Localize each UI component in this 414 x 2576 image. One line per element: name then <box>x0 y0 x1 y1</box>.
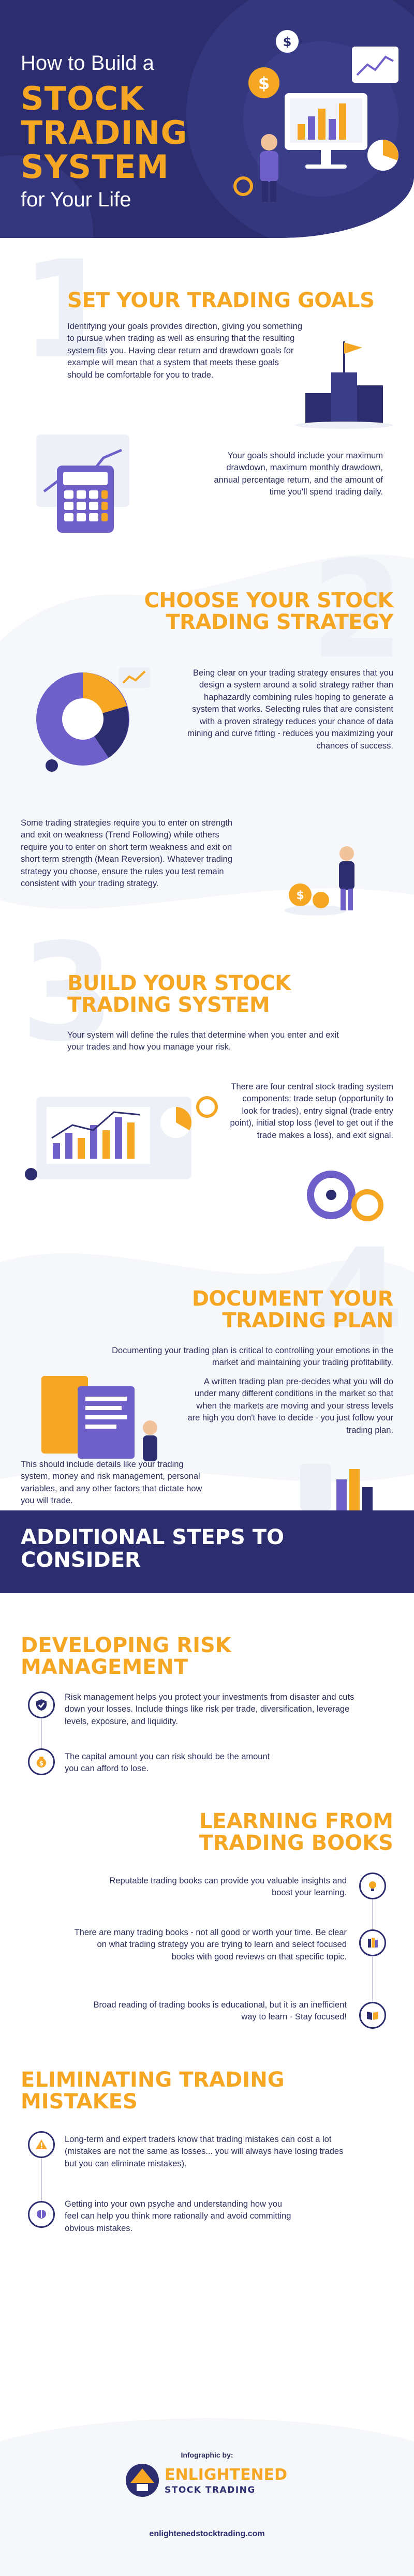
brand-logo-icon <box>126 2464 159 2497</box>
risk-text: Risk management helps you protect your i… <box>65 1693 354 1726</box>
warning-icon <box>28 2131 55 2158</box>
step-title-line2: TRADING STRATEGY <box>166 610 393 634</box>
step-number: 1 <box>21 232 114 388</box>
pie-strategy-illustration <box>36 667 150 772</box>
money-bag-icon: $ <box>28 1748 55 1775</box>
step-title-line1: BUILD YOUR STOCK <box>67 971 291 995</box>
infographic-by-label: Infographic by: <box>181 2451 233 2459</box>
svg-text:$: $ <box>283 35 292 49</box>
step-number: 3 <box>21 915 114 1071</box>
risk-management-title: DEVELOPING RISK MANAGEMENT <box>21 1635 231 1678</box>
step-title-line2: TRADING PLAN <box>222 1309 393 1332</box>
step-title-line2: TRADING SYSTEM <box>67 993 270 1017</box>
step-number: 2 <box>310 532 404 688</box>
brand-tagline: STOCK TRADING <box>165 2485 256 2495</box>
step-title-line1: DOCUMENT YOUR <box>191 1287 394 1311</box>
step-text: Documenting your trading plan is critica… <box>112 1346 393 1368</box>
mistakes-title-line2: MISTAKES <box>21 2090 138 2114</box>
additional-steps-banner <box>0 1510 414 1593</box>
books-text: Reputable trading books can provide you … <box>109 1876 347 1898</box>
hero-illustration: $ $ <box>233 30 398 202</box>
flag-icon <box>344 342 362 354</box>
hero-title-line3: TRADING <box>21 114 188 152</box>
additional-title-line2: CONSIDER <box>21 1548 141 1572</box>
chart-card-icon <box>352 47 398 83</box>
background-wave <box>0 554 414 909</box>
gear-icon <box>351 1189 383 1221</box>
risk-title-line2: MANAGEMENT <box>21 1655 188 1679</box>
dashboard-illustration <box>25 1096 218 1180</box>
website-link[interactable]: enlightenedstocktrading.com <box>149 2529 265 2538</box>
step-text: Your goals should include your maximum d… <box>214 451 383 497</box>
person-figure <box>143 1420 157 1435</box>
mistakes-text: Long-term and expert traders know that t… <box>65 2135 344 2168</box>
person-figure <box>25 1168 37 1180</box>
svg-text:$: $ <box>296 889 304 902</box>
step-number: 4 <box>310 1220 404 1376</box>
step-title: SET YOUR TRADING GOALS <box>67 289 375 312</box>
shield-check-icon <box>28 1691 55 1718</box>
trading-books-title: LEARNING FROM TRADING BOOKS <box>155 1810 393 1854</box>
step-title: DOCUMENT YOUR TRADING PLAN <box>124 1287 394 1332</box>
gear-icon <box>196 1096 218 1118</box>
dollar-coin-icon <box>248 67 279 98</box>
document-icon <box>78 1386 135 1459</box>
risk-title-line1: DEVELOPING RISK <box>21 1634 231 1657</box>
step-text: Identifying your goals provides directio… <box>67 322 303 380</box>
eliminating-mistakes-title: ELIMINATING TRADING MISTAKES <box>21 2069 285 2113</box>
documents-illustration <box>41 1376 157 1461</box>
books-title-line1: LEARNING FROM <box>199 1809 393 1833</box>
books-icon <box>359 1929 386 1956</box>
step-text: Being clear on your trading strategy ens… <box>187 668 393 751</box>
svg-text:$: $ <box>39 1760 43 1767</box>
timeline-connector <box>41 2141 42 2224</box>
dollar-coin-icon <box>289 883 312 906</box>
lightbulb-icon <box>359 1873 386 1899</box>
brand-name: ENLIGHTENED <box>165 2466 288 2484</box>
person-figure <box>339 846 354 861</box>
step-title-line1: CHOOSE YOUR STOCK <box>144 589 393 612</box>
hero-title-line4: SYSTEM <box>21 148 169 186</box>
pie-chart-icon <box>176 1107 192 1130</box>
step-text: Your system will define the rules that d… <box>67 1030 339 1052</box>
step-text: There are four central stock trading sys… <box>230 1082 394 1140</box>
footer-wave <box>0 2418 414 2576</box>
person-figure <box>46 759 58 772</box>
person-figure <box>261 134 277 151</box>
risk-text: The capital amount you can risk should b… <box>65 1752 270 1774</box>
folder-icon <box>41 1376 88 1454</box>
brain-icon <box>28 2201 55 2228</box>
hero-title-line2: STOCK <box>21 80 144 117</box>
step-title: BUILD YOUR STOCK TRADING SYSTEM <box>67 972 291 1016</box>
mistakes-text: Getting into your own psyche and underst… <box>65 2199 291 2233</box>
step-title: CHOOSE YOUR STOCK TRADING STRATEGY <box>124 590 393 633</box>
dollar-coin-icon <box>276 30 299 53</box>
gear-icon <box>307 1171 356 1219</box>
step-text: Some trading strategies require you to e… <box>21 818 233 889</box>
step-text: This should include details like your tr… <box>21 1460 202 1506</box>
timeline-connector <box>41 1702 42 1774</box>
books-text: Broad reading of trading books is educat… <box>93 2000 347 2022</box>
coins-person-illustration: $ <box>285 846 354 916</box>
hero-title-line1: How to Build a <box>21 52 154 74</box>
mistakes-title-line1: ELIMINATING TRADING <box>21 2068 285 2092</box>
step-text: A written trading plan pre-decides what … <box>187 1377 393 1435</box>
books-text: There are many trading books - not all g… <box>74 1928 347 1961</box>
open-book-icon <box>359 2002 386 2029</box>
additional-title-line1: ADDITIONAL STEPS TO <box>21 1525 285 1549</box>
books-title-line2: TRADING BOOKS <box>199 1831 393 1855</box>
gears-illustration <box>307 1171 383 1221</box>
additional-steps-title: ADDITIONAL STEPS TO CONSIDER <box>21 1526 284 1571</box>
gear-icon <box>233 176 253 196</box>
svg-text:$: $ <box>258 73 270 93</box>
podium-flag-illustration <box>295 341 393 429</box>
hero-title-line5: for Your Life <box>21 188 131 211</box>
phone-chart-illustration <box>300 1464 373 1510</box>
calculator-chart-illustration <box>36 435 129 533</box>
